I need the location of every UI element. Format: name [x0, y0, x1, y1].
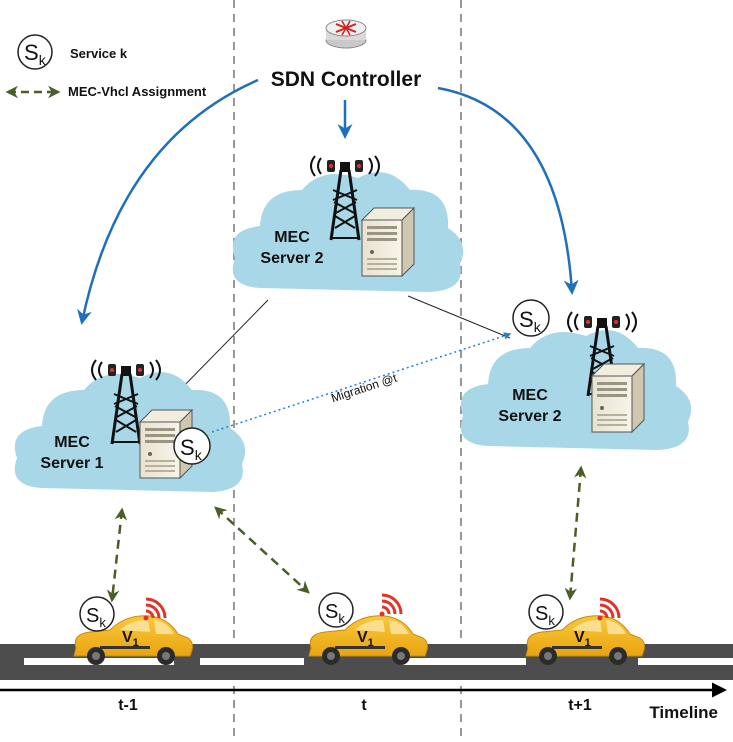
server-2-center-line2: Server 2 [260, 250, 323, 267]
signal-icon-t [378, 593, 403, 618]
server-2-right-line2: Server 2 [498, 408, 561, 425]
assignment-arrow-t [214, 506, 310, 594]
svg-text:Sk: Sk [180, 435, 203, 463]
service-icon-vehicle-t-plus-1 [528, 594, 564, 630]
svg-text:V1: V1 [122, 629, 139, 649]
cloud-server-2-center: MEC Server 2 [232, 154, 464, 292]
svg-text:V1: V1 [357, 629, 374, 649]
service-icon-vehicle-t-minus-1 [79, 596, 115, 632]
signal-icon-t-minus-1 [142, 597, 167, 622]
cloud-server-2-right: MEC Server 2 Sk [460, 299, 692, 450]
server-1-line1: MEC [54, 434, 90, 451]
service-icon-vehicle-t [318, 592, 354, 628]
timeline-label: Timeline [649, 703, 718, 722]
svg-text:Sk: Sk [519, 307, 542, 335]
service-icon-server-1 [173, 427, 211, 465]
controller-label: SDN Controller [271, 68, 422, 91]
assignment-arrow-t-minus-1 [106, 507, 128, 603]
legend-service-icon [17, 34, 53, 70]
service-icon-server-2-right [512, 299, 550, 337]
tick-t-plus-1: t+1 [568, 697, 592, 714]
link-server1-server2 [174, 299, 269, 396]
legend-assignment-label: MEC-Vhcl Assignment [68, 84, 207, 99]
legend-service-label: Service k [70, 46, 128, 61]
assignment-arrow-t-plus-1 [564, 465, 587, 601]
vehicle-t-plus-1: V1 [525, 615, 645, 666]
svg-text:Sk: Sk [86, 605, 106, 630]
server-2-right-line1: MEC [512, 387, 548, 404]
svg-text:Sk: Sk [535, 603, 555, 628]
link-server2-server2b [407, 295, 511, 339]
migration-arrow [211, 332, 512, 433]
tick-t-minus-1: t-1 [118, 697, 138, 714]
controller-arrow-left [77, 78, 259, 325]
server-2-center-line1: MEC [274, 229, 310, 246]
vehicle-t-minus-1: V1 [73, 615, 193, 666]
server-1-line2: Server 1 [40, 455, 103, 472]
migration-label: Migration @t [329, 371, 399, 406]
cloud-server-1: MEC Server 1 Sk [14, 358, 246, 492]
vehicle-t: V1 [308, 615, 428, 666]
svg-text:Sk: Sk [325, 601, 345, 626]
svg-text:V1: V1 [574, 629, 591, 649]
controller-arrow-right [437, 86, 579, 295]
svg-text:Sk: Sk [24, 40, 47, 68]
tick-t: t [361, 697, 367, 714]
legend: Sk Service k MEC-Vhcl Assignment [5, 34, 207, 99]
router-icon [325, 19, 367, 49]
signal-icon-t-plus-1 [596, 597, 621, 622]
